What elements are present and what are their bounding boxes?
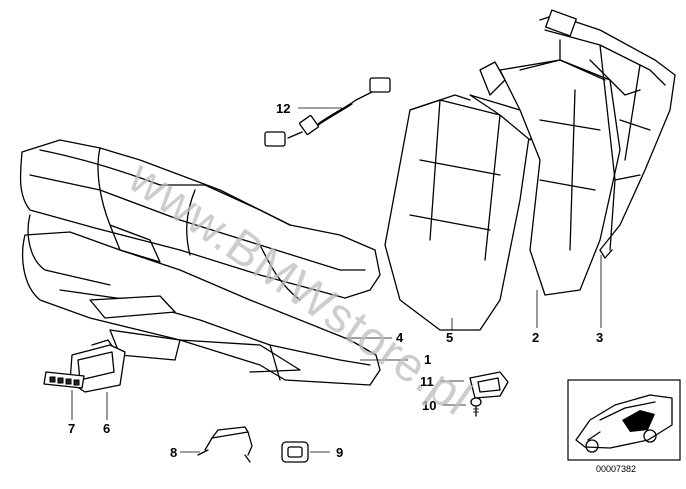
part-8-bracket — [197, 426, 253, 463]
part-10-screw — [470, 397, 482, 417]
callout-8: 8 — [170, 445, 178, 460]
callout-3: 3 — [596, 330, 604, 345]
part-3-backrest-frame — [539, 9, 676, 259]
part-9-cover-cap — [281, 441, 309, 463]
callout-10: 10 — [422, 398, 437, 413]
callout-4: 4 — [396, 330, 404, 345]
part-2-backrest-right — [479, 59, 621, 296]
part-1-seat-frame — [22, 231, 381, 386]
part-7-trim-cover — [43, 371, 85, 389]
callout-5: 5 — [446, 330, 454, 345]
callout-7: 7 — [68, 421, 76, 436]
callout-12: 12 — [276, 101, 291, 116]
callout-6: 6 — [103, 421, 111, 436]
callout-9: 9 — [336, 445, 344, 460]
callout-11: 11 — [420, 374, 434, 389]
document-number: 00007382 — [596, 464, 637, 474]
vehicle-location-inset — [567, 379, 681, 461]
part-4-seat-cushion — [19, 139, 381, 301]
part-5-backrest-left — [384, 94, 541, 331]
callout-2: 2 — [532, 330, 540, 345]
part-11-release-handle — [469, 371, 509, 399]
callout-1: 1 — [424, 352, 432, 367]
part-12-wiring-harness — [264, 77, 391, 147]
